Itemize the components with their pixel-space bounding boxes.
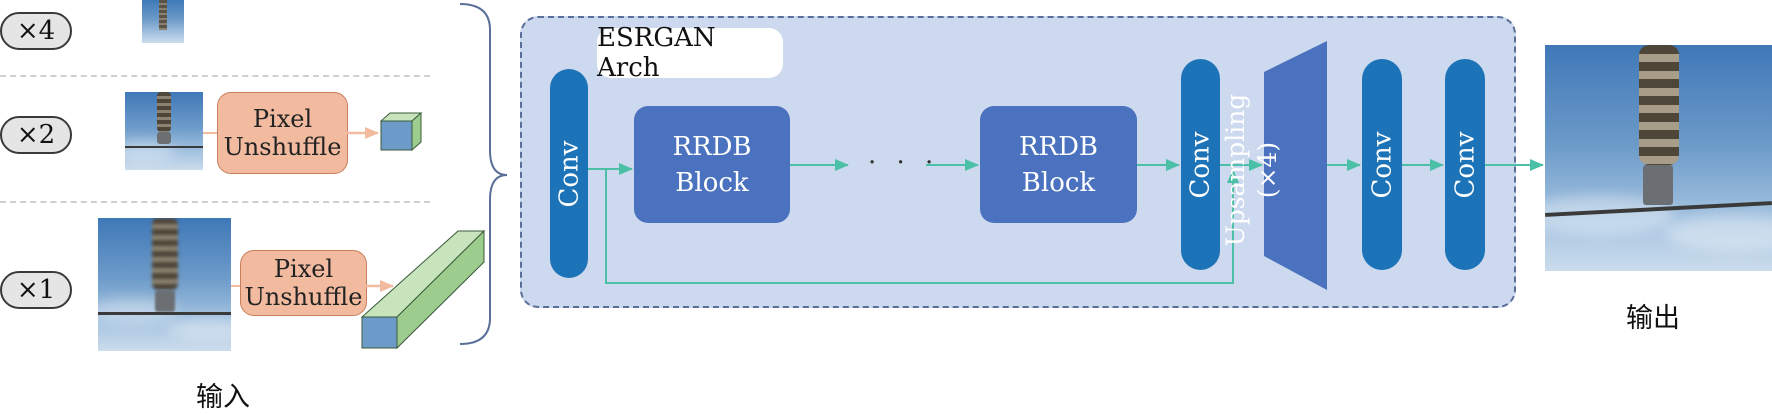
output-caption: 输出 — [1626, 303, 1680, 334]
pixel-unshuffle-block: Pixel Unshuffle — [240, 250, 367, 316]
scale-x1-pill: ×1 — [0, 271, 72, 309]
conv-block: Conv — [1445, 59, 1485, 270]
pixel-unshuffle-label: Pixel — [252, 105, 313, 133]
upsampling-block — [1264, 41, 1327, 290]
rrdb-label: Block — [675, 167, 749, 198]
scale-x4-pill: ×4 — [0, 12, 72, 50]
pixel-unshuffle-label: Unshuffle — [223, 133, 342, 161]
output-image — [1545, 45, 1772, 271]
divider — [0, 75, 430, 77]
rrdb-block: RRDB Block — [634, 106, 790, 223]
conv-block: Conv — [550, 69, 588, 278]
pixel-unshuffle-label: Pixel — [273, 255, 334, 283]
conv-block: Conv — [1362, 59, 1402, 270]
rrdb-label: RRDB — [1018, 131, 1099, 162]
rrdb-label: RRDB — [672, 131, 752, 162]
brace — [459, 3, 508, 345]
upsampling-label: Upsampling (×4) — [1221, 93, 1282, 247]
tensor-cube-x2 — [379, 111, 423, 152]
rrdb-label: Block — [1021, 167, 1096, 198]
tensor-cube-x1 — [360, 229, 486, 350]
scale-x2-pill: ×2 — [0, 116, 72, 154]
input-image-x1 — [98, 218, 231, 351]
ellipsis: · · · — [868, 148, 940, 178]
rrdb-block: RRDB Block — [980, 106, 1137, 223]
input-image-x2 — [125, 92, 203, 170]
divider — [0, 201, 430, 203]
pixel-unshuffle-label: Unshuffle — [244, 283, 363, 311]
conv-block: Conv — [1181, 59, 1220, 270]
input-image-x4 — [142, 0, 184, 43]
